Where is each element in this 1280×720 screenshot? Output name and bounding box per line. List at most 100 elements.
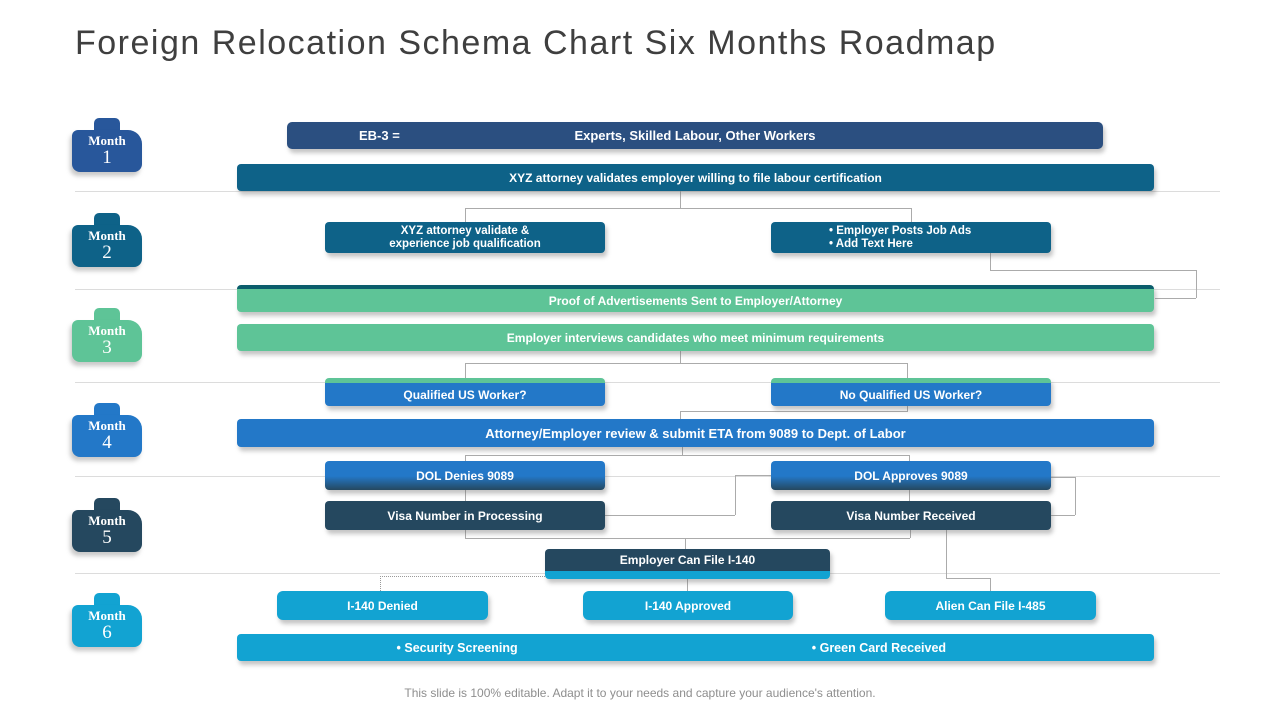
bar-text: XYZ attorney validates employer willing … bbox=[509, 170, 882, 185]
box-text: Employer Can File I-140 bbox=[619, 553, 756, 567]
eb3-label: EB-3 = bbox=[359, 128, 400, 143]
connector-line bbox=[990, 270, 1196, 271]
attorney-employer-review-bar: Attorney/Employer review & submit ETA fr… bbox=[237, 419, 1154, 447]
dol-approves-box: DOL Approves 9089 bbox=[771, 461, 1051, 490]
attorney-validate-box: XYZ attorney validate & experience job q… bbox=[325, 222, 605, 253]
box-text: No Qualified US Worker? bbox=[839, 387, 983, 402]
month-marker-5: Month 5 bbox=[72, 498, 142, 552]
month-marker-3: Month 3 bbox=[72, 308, 142, 362]
connector-line bbox=[1196, 270, 1197, 298]
month-marker-2: Month 2 bbox=[72, 213, 142, 267]
connector-line-dotted bbox=[380, 576, 545, 577]
connector-line bbox=[685, 538, 686, 549]
connector-line bbox=[680, 411, 907, 412]
eb3-value: Experts, Skilled Labour, Other Workers bbox=[574, 128, 816, 143]
connector-line bbox=[687, 579, 688, 591]
month-body: Month 2 bbox=[72, 225, 142, 267]
month-number: 6 bbox=[102, 622, 112, 643]
employer-posts-job-ads-box: Employer Posts Job Ads Add Text Here bbox=[771, 222, 1051, 253]
row-divider bbox=[75, 476, 1220, 477]
connector-line bbox=[680, 191, 681, 208]
connector-line bbox=[909, 490, 910, 501]
connector-line bbox=[946, 530, 947, 578]
connector-line bbox=[911, 208, 912, 222]
connector-line bbox=[946, 578, 991, 579]
box-text: I-140 Denied bbox=[347, 598, 418, 613]
i140-denied-box: I-140 Denied bbox=[277, 591, 488, 620]
connector-line bbox=[465, 490, 466, 501]
box-text: Visa Number Received bbox=[846, 508, 976, 523]
box-text: DOL Denies 9089 bbox=[416, 468, 514, 483]
connector-line bbox=[682, 447, 683, 455]
month-number: 3 bbox=[102, 337, 112, 358]
connector-line bbox=[605, 515, 735, 516]
connector-line bbox=[735, 475, 736, 515]
month-number: 1 bbox=[102, 147, 112, 168]
month-number: 2 bbox=[102, 242, 112, 263]
connector-line bbox=[465, 208, 911, 209]
row-divider bbox=[75, 382, 1220, 383]
month-label: Month bbox=[88, 608, 126, 623]
connector-line bbox=[1051, 477, 1075, 478]
connector-line bbox=[907, 363, 908, 378]
bullet-item: Green Card Received bbox=[812, 641, 946, 655]
bar-text: Proof of Advertisements Sent to Employer… bbox=[548, 293, 843, 308]
month-body: Month 4 bbox=[72, 415, 142, 457]
connector-line bbox=[465, 538, 910, 539]
connector-line bbox=[465, 455, 466, 461]
bullet-item: Employer Posts Job Ads bbox=[829, 225, 971, 238]
box-text: Qualified US Worker? bbox=[403, 387, 527, 402]
month-body: Month 5 bbox=[72, 510, 142, 552]
connector-line bbox=[1155, 298, 1196, 299]
bar-text: Attorney/Employer review & submit ETA fr… bbox=[485, 425, 906, 441]
box-text: XYZ attorney validate & experience job q… bbox=[389, 224, 541, 250]
attorney-validates-bar: XYZ attorney validates employer willing … bbox=[237, 164, 1154, 191]
bar-text: Employer interviews candidates who meet … bbox=[506, 330, 885, 345]
bullet-list: Employer Posts Job Ads Add Text Here bbox=[771, 225, 972, 251]
month-label: Month bbox=[88, 513, 126, 528]
month-marker-6: Month 6 bbox=[72, 593, 142, 647]
connector-line bbox=[465, 530, 466, 538]
month-label: Month bbox=[88, 133, 126, 148]
box-text: Visa Number in Processing bbox=[387, 508, 543, 523]
month-number: 4 bbox=[102, 432, 112, 453]
alien-can-file-i485-box: Alien Can File I-485 bbox=[885, 591, 1096, 620]
connector-line bbox=[910, 530, 911, 538]
eb3-definition-bar: EB-3 = Experts, Skilled Labour, Other Wo… bbox=[287, 122, 1103, 149]
final-steps-bar: Security Screening Green Card Received bbox=[237, 634, 1154, 661]
footer-note: This slide is 100% editable. Adapt it to… bbox=[404, 686, 876, 700]
month-marker-4: Month 4 bbox=[72, 403, 142, 457]
connector-line bbox=[735, 475, 771, 476]
i140-approved-box: I-140 Approved bbox=[583, 591, 793, 620]
connector-line-dotted bbox=[380, 576, 381, 591]
month-body: Month 3 bbox=[72, 320, 142, 362]
month-body: Month 6 bbox=[72, 605, 142, 647]
connector-line bbox=[1051, 515, 1075, 516]
visa-number-processing-box: Visa Number in Processing bbox=[325, 501, 605, 530]
month-label: Month bbox=[88, 418, 126, 433]
visa-number-received-box: Visa Number Received bbox=[771, 501, 1051, 530]
month-label: Month bbox=[88, 323, 126, 338]
box-text: Alien Can File I-485 bbox=[935, 598, 1046, 613]
row-divider bbox=[75, 191, 1220, 192]
connector-line bbox=[465, 363, 466, 378]
month-number: 5 bbox=[102, 527, 112, 548]
connector-line bbox=[465, 208, 466, 222]
connector-line bbox=[907, 406, 908, 412]
month-label: Month bbox=[88, 228, 126, 243]
page-title: Foreign Relocation Schema Chart Six Mont… bbox=[75, 24, 997, 62]
employer-interviews-bar: Employer interviews candidates who meet … bbox=[237, 324, 1154, 351]
box-text: I-140 Approved bbox=[644, 598, 732, 613]
connector-line bbox=[680, 351, 681, 363]
connector-line bbox=[1075, 477, 1076, 515]
month-marker-1: Month 1 bbox=[72, 118, 142, 172]
qualified-us-worker-box: Qualified US Worker? bbox=[325, 378, 605, 406]
employer-can-file-i140-box: Employer Can File I-140 bbox=[545, 549, 830, 579]
month-body: Month 1 bbox=[72, 130, 142, 172]
connector-line bbox=[990, 253, 991, 270]
bullet-item: Add Text Here bbox=[829, 238, 971, 251]
connector-line bbox=[680, 411, 681, 419]
bullet-item: Security Screening bbox=[397, 641, 517, 655]
dol-denies-box: DOL Denies 9089 bbox=[325, 461, 605, 490]
